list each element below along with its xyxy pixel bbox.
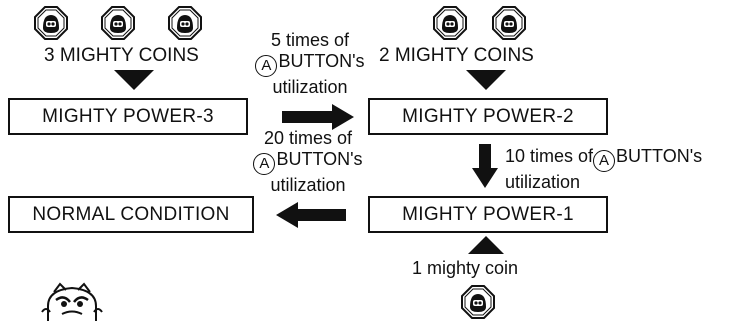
transition-count: 10 times of	[505, 146, 594, 166]
a-button-icon: A	[255, 55, 278, 77]
down-triangle-icon	[114, 70, 154, 90]
mighty-coin-icon	[168, 6, 202, 40]
left-arrow-icon	[276, 202, 346, 228]
mighty-coin-icon	[492, 6, 526, 40]
transition-suffix: utilization	[270, 175, 346, 195]
mighty-coin-icon	[101, 6, 135, 40]
one-coin-label: 1 mighty coin	[412, 258, 519, 278]
two-coins-label: 2 MIGHTY COINS	[379, 45, 534, 66]
button-text: BUTTON's	[616, 146, 703, 166]
transition-suffix: utilization	[505, 172, 581, 192]
transition-count: 20 times of	[263, 128, 353, 148]
mighty-coin-icon	[433, 6, 467, 40]
down-triangle-icon	[466, 70, 506, 90]
character-icon	[41, 282, 103, 321]
normal-condition-box: NORMAL CONDITION	[8, 196, 254, 233]
down-arrow-icon	[472, 144, 498, 188]
transition-suffix: utilization	[272, 77, 348, 97]
mighty-coin-icon	[461, 285, 495, 319]
right-arrow-icon	[282, 104, 354, 130]
transition-count: 5 times of	[270, 30, 350, 50]
mighty-power-1-box: MIGHTY POWER-1	[368, 196, 608, 233]
three-coins-label: 3 MIGHTY COINS	[44, 45, 199, 66]
button-text: BUTTON's	[276, 149, 363, 169]
mighty-power-2-box: MIGHTY POWER-2	[368, 98, 608, 135]
mighty-coin-icon	[34, 6, 68, 40]
up-triangle-icon	[468, 236, 504, 254]
mighty-power-3-box: MIGHTY POWER-3	[8, 98, 248, 135]
a-button-icon: A	[593, 150, 616, 172]
a-button-icon: A	[253, 153, 276, 175]
button-text: BUTTON's	[278, 51, 365, 71]
